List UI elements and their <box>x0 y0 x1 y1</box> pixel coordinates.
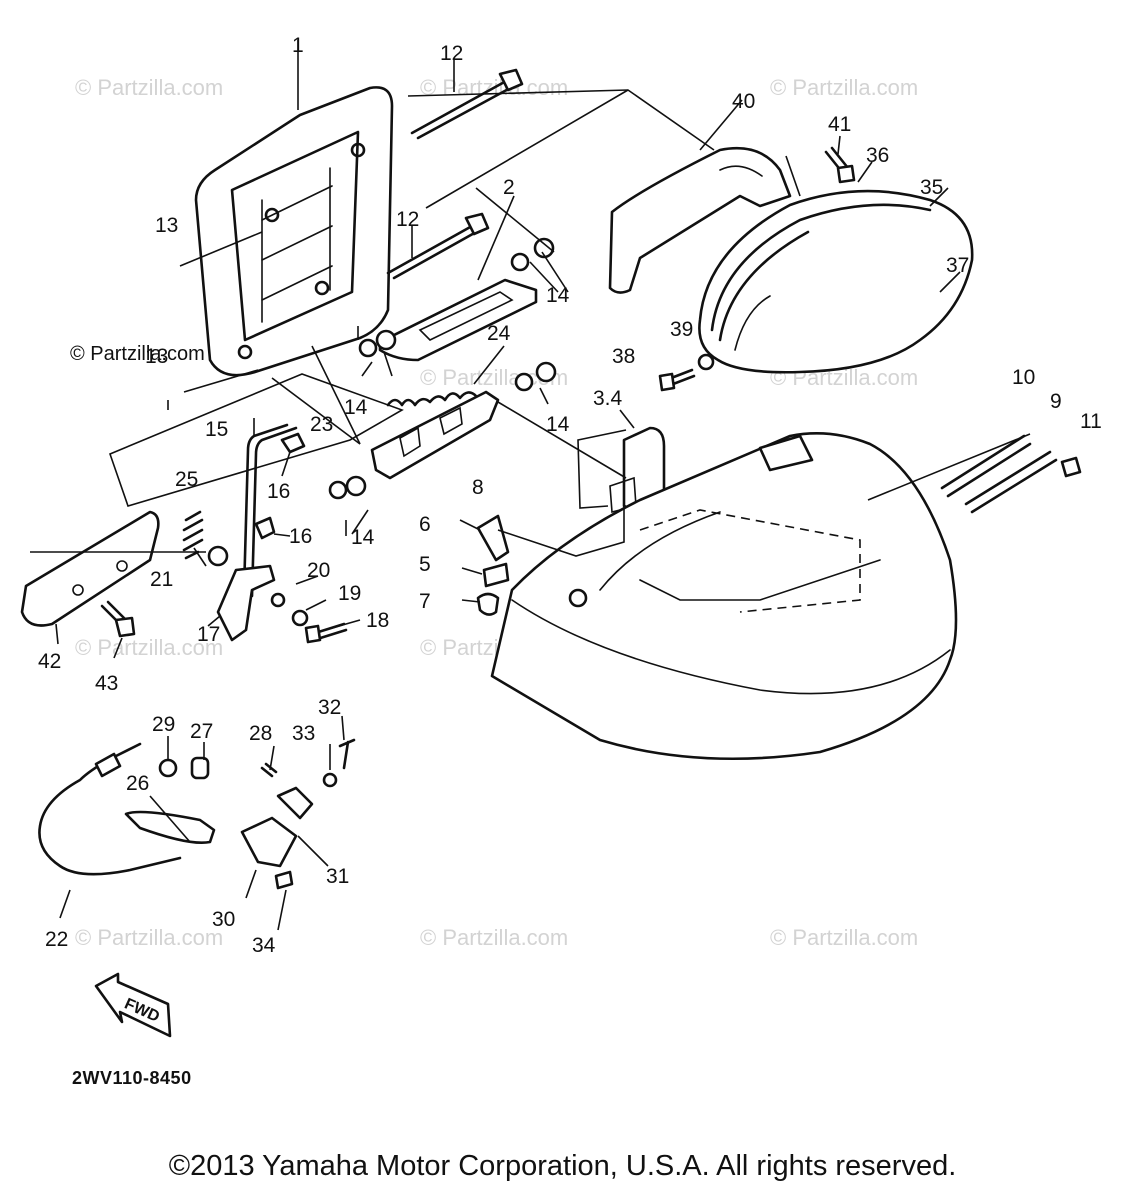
callout-16: 16 <box>289 525 312 548</box>
part-grommets <box>328 237 557 500</box>
part-engine-cover <box>490 432 958 761</box>
callout-8: 8 <box>472 476 484 499</box>
callout-34: 34 <box>252 934 276 957</box>
part-long-bolts <box>386 68 524 280</box>
callout-17: 17 <box>197 623 220 646</box>
callout-32: 32 <box>318 696 341 719</box>
callout-29: 29 <box>152 713 175 736</box>
part-rod <box>242 423 306 598</box>
callout-38: 38 <box>612 345 635 368</box>
callout-39: 39 <box>670 318 693 341</box>
callout-14: 14 <box>546 413 570 436</box>
watermark: © Partzilla.com <box>75 635 223 660</box>
part-top-cover <box>608 146 792 294</box>
part-hook-set <box>476 514 510 616</box>
part-bolt-41 <box>824 146 856 184</box>
callout-11: 11 <box>1080 410 1102 433</box>
callout-22: 22 <box>45 928 68 951</box>
callout-40: 40 <box>732 90 755 113</box>
watermark: © Partzilla.com <box>75 75 223 100</box>
part-lower-bracket <box>20 510 160 638</box>
callout-5: 5 <box>419 553 431 576</box>
callout-10: 10 <box>1012 366 1035 389</box>
callout-26: 26 <box>126 772 149 795</box>
callout-14: 14 <box>351 526 375 549</box>
callout-14: 14 <box>344 396 368 419</box>
part-lever-bracket <box>216 564 348 644</box>
leader-lines <box>30 40 1031 931</box>
callout-18: 18 <box>366 609 389 632</box>
callout-24: 24 <box>487 322 511 345</box>
callout-14: 14 <box>546 284 570 307</box>
callout-27: 27 <box>190 720 213 743</box>
callout-7: 7 <box>419 590 431 613</box>
watermark: © Partzilla.com <box>770 75 918 100</box>
watermark: © Partzilla.com <box>75 925 223 950</box>
callout-19: 19 <box>338 582 361 605</box>
part-rails <box>940 434 1082 514</box>
callout-20: 20 <box>307 559 330 582</box>
part-bracket <box>378 278 538 362</box>
callout-3-4: 3.4 <box>593 387 623 410</box>
callout-33: 33 <box>292 722 315 745</box>
part-backrest-frame <box>194 86 394 377</box>
part-seat <box>698 189 974 374</box>
callout-43: 43 <box>95 672 118 695</box>
callout-41: 41 <box>828 113 851 136</box>
callout-16: 16 <box>267 480 290 503</box>
callout-28: 28 <box>249 722 272 745</box>
fwd-arrow: FWD <box>94 972 172 1038</box>
part-cable-assembly <box>38 738 356 890</box>
callout-42: 42 <box>38 650 61 673</box>
callout-15: 15 <box>205 418 228 441</box>
drawing-code: 2WV110-8450 <box>72 1068 192 1088</box>
callout-36: 36 <box>866 144 889 167</box>
callout-30: 30 <box>212 908 235 931</box>
callout-13: 13 <box>155 214 178 237</box>
callout-23: 23 <box>310 413 333 436</box>
callout-layer: 1 2 3.4 5 6 7 8 9 10 11 12 12 13 13 14 1… <box>38 34 1102 957</box>
callout-12: 12 <box>396 208 419 231</box>
callout-35: 35 <box>920 176 943 199</box>
copyright-notice: ©2013 Yamaha Motor Corporation, U.S.A. A… <box>168 1150 957 1182</box>
callout-13: 13 <box>145 345 168 368</box>
callout-1: 1 <box>292 34 304 57</box>
callout-6: 6 <box>419 513 431 536</box>
callout-25: 25 <box>175 468 198 491</box>
callout-37: 37 <box>946 254 969 277</box>
part-spring <box>182 510 229 567</box>
watermark: © Partzilla.com <box>420 925 568 950</box>
watermark: © Partzilla.com <box>770 925 918 950</box>
callout-2: 2 <box>503 176 515 199</box>
callout-12: 12 <box>440 42 463 65</box>
callout-9: 9 <box>1050 390 1062 413</box>
callout-21: 21 <box>150 568 173 591</box>
part-plate <box>370 390 500 480</box>
callout-31: 31 <box>326 865 349 888</box>
watermark-overlay: © Partzilla.com <box>70 343 205 365</box>
part-bolt-38 <box>658 353 715 392</box>
